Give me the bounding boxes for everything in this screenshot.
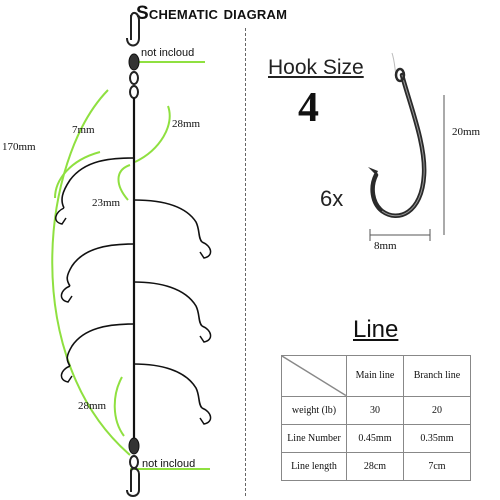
- hook-icon: [199, 407, 212, 425]
- spacing-bottom-arc: [113, 376, 125, 437]
- hook-eye-icon: [394, 67, 406, 83]
- left-snood: [66, 323, 135, 367]
- right-snood: [133, 281, 203, 327]
- table-cell: 30: [346, 395, 404, 425]
- snap-clip-icon: [126, 12, 140, 47]
- hook-width-label: 8mm: [374, 240, 397, 252]
- swivel-ring-icon: [129, 455, 139, 469]
- page-title: Schematic diagram: [136, 3, 288, 24]
- hook-size-value: 4: [298, 85, 319, 131]
- not-included-top-label: not incloud: [141, 47, 195, 59]
- hook-icon: [199, 241, 212, 259]
- table-cell: 20: [402, 395, 472, 425]
- spacing-mid-label: 23mm: [92, 197, 121, 209]
- snood-length-arc: [54, 151, 101, 199]
- total-length-arc: [51, 89, 131, 456]
- right-snood: [133, 199, 203, 243]
- table-row: weight (lb) 30 20: [281, 395, 472, 425]
- hook-quantity: 6x: [320, 186, 344, 211]
- total-length-label: 170mm: [2, 141, 36, 153]
- swivel-ring-icon: [129, 71, 139, 85]
- hook-barb-icon: [368, 167, 378, 175]
- hook-icon: [60, 365, 73, 383]
- swivel-icon: [128, 437, 140, 455]
- hook-height-label: 20mm: [452, 126, 481, 138]
- swivel-icon: [128, 53, 140, 71]
- right-snood: [133, 363, 203, 409]
- row-label: Line length: [281, 451, 347, 482]
- line-heading: Line: [353, 316, 399, 343]
- spacing-top-label: 28mm: [172, 118, 201, 130]
- spacing-top-arc: [134, 105, 171, 163]
- line-spec-table: Main line Branch line weight (lb) 30 20 …: [281, 355, 472, 482]
- row-label: weight (lb): [281, 395, 347, 425]
- table-cell: 0.35mm: [402, 423, 472, 453]
- snap-clip-icon: [126, 467, 140, 497]
- swivel-ring-icon: [129, 85, 139, 99]
- column-header: Main line: [346, 355, 404, 397]
- hook-icon: [60, 285, 73, 303]
- table-header-row: Main line Branch line: [281, 355, 472, 397]
- hook-shank-icon: [370, 72, 427, 218]
- hook-illustration: [368, 52, 445, 241]
- hook-icon: [55, 207, 67, 225]
- table-row: Line Number 0.45mm 0.35mm: [281, 423, 472, 453]
- rig-diagram: [51, 12, 212, 497]
- left-snood: [61, 157, 135, 209]
- spacing-mid-arc: [117, 164, 131, 201]
- snood-length-label: 7mm: [72, 124, 95, 136]
- hook-size-label: Hook Size: [268, 56, 364, 79]
- spacing-bottom-label: 28mm: [78, 400, 107, 412]
- section-divider: [245, 28, 246, 496]
- hook-icon: [199, 325, 212, 343]
- table-cell: 7cm: [402, 451, 472, 482]
- table-row: Line length 28cm 7cm: [281, 451, 472, 482]
- table-cell: 0.45mm: [346, 423, 404, 453]
- table-corner-cell: [281, 355, 347, 397]
- not-included-bottom-label: not incloud: [142, 458, 196, 470]
- hook-shank-highlight: [381, 74, 425, 217]
- left-snood: [66, 243, 135, 287]
- row-label: Line Number: [281, 423, 347, 453]
- table-cell: 28cm: [346, 451, 404, 482]
- column-header: Branch line: [402, 355, 472, 397]
